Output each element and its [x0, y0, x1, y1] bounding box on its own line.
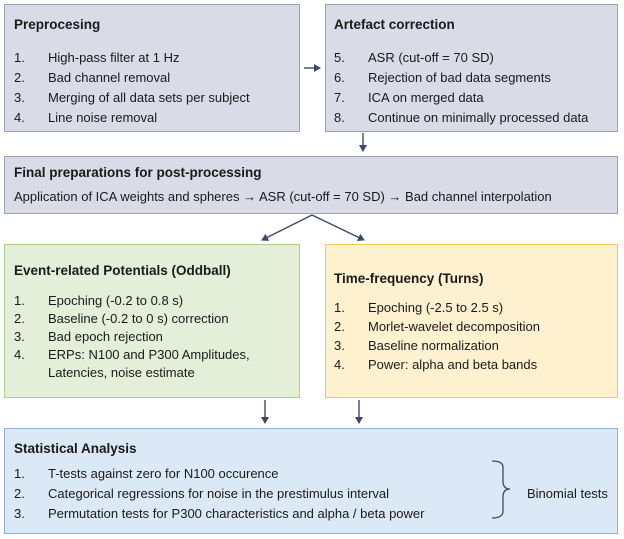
item-text: Categorical regressions for noise in the… [48, 486, 390, 501]
preprocessing-box: Preprocesing 1. High-pass filter at 1 Hz… [4, 4, 300, 132]
item-text: Bad channel removal [48, 70, 171, 85]
preprocessing-title: Preprocesing [14, 17, 101, 32]
item-number: 1. [334, 300, 345, 315]
item-number: 3. [334, 338, 345, 353]
item-number: 2. [334, 319, 345, 334]
item-number: 3. [14, 506, 25, 521]
stats-title: Statistical Analysis [14, 441, 137, 456]
arrow-final-to-erp [261, 214, 313, 241]
item-text: ICA on merged data [368, 90, 484, 105]
item-number: 3. [14, 329, 25, 344]
item-text: Epoching (-2.5 to 2.5 s) [368, 300, 504, 315]
item-text: Morlet-wavelet decomposition [368, 319, 540, 334]
arrow-final-to-tf [311, 214, 365, 242]
erp-title: Event-related Potentials (Oddball) [14, 263, 231, 278]
item-text: Epoching (-0.2 to 0.8 s) [48, 293, 184, 308]
item-text: Rejection of bad data segments [368, 70, 551, 85]
statistical-analysis-box: Statistical Analysis 1. T-tests against … [4, 428, 618, 534]
item-text: Power: alpha and beta bands [368, 357, 538, 372]
item-text: Bad epoch rejection [48, 329, 163, 344]
item-text: Merging of all data sets per subject [48, 90, 250, 105]
final-text: Application of ICA weights and spheres →… [14, 189, 552, 204]
item-number: 1. [14, 293, 25, 308]
artefact-title: Artefact correction [334, 17, 455, 32]
item-text: Permutation tests for P300 characteristi… [48, 506, 425, 521]
final-preparations-box: Final preparations for post-processing A… [4, 156, 618, 214]
item-number: 1. [14, 466, 25, 481]
item-number: 6. [334, 70, 345, 85]
erp-box: Event-related Potentials (Oddball) 1. Ep… [4, 244, 300, 398]
artefact-correction-box: Artefact correction 5. ASR (cut-off = 70… [325, 4, 618, 132]
item-text: ASR (cut-off = 70 SD) [368, 50, 494, 65]
item-number: 2. [14, 486, 25, 501]
item-text: T-tests against zero for N100 occurence [48, 466, 279, 481]
item-text: High-pass filter at 1 Hz [48, 50, 180, 65]
tf-title: Time-frequency (Turns) [334, 271, 484, 286]
binomial-tests-label: Binomial tests [527, 486, 608, 501]
item-text: Continue on minimally processed data [368, 110, 589, 125]
item-text: Baseline normalization [368, 338, 499, 353]
item-number: 4. [14, 347, 25, 362]
item-number: 2. [14, 70, 25, 85]
time-frequency-box: Time-frequency (Turns) 1. Epoching (-2.5… [325, 244, 618, 398]
item-number: 4. [334, 357, 345, 372]
item-text: Line noise removal [48, 110, 158, 125]
item-number: 2. [14, 311, 25, 326]
item-number: 5. [334, 50, 345, 65]
item-number: 4. [14, 110, 25, 125]
final-title: Final preparations for post-processing [14, 165, 262, 180]
item-text: ERPs: N100 and P300 Amplitudes, [48, 347, 250, 362]
binomial-bracket [491, 460, 511, 519]
item-text: Latencies, noise estimate [48, 365, 195, 380]
item-number: 1. [14, 50, 25, 65]
item-number: 8. [334, 110, 345, 125]
item-text: Baseline (-0.2 to 0 s) correction [48, 311, 229, 326]
item-number: 7. [334, 90, 345, 105]
item-number: 3. [14, 90, 25, 105]
